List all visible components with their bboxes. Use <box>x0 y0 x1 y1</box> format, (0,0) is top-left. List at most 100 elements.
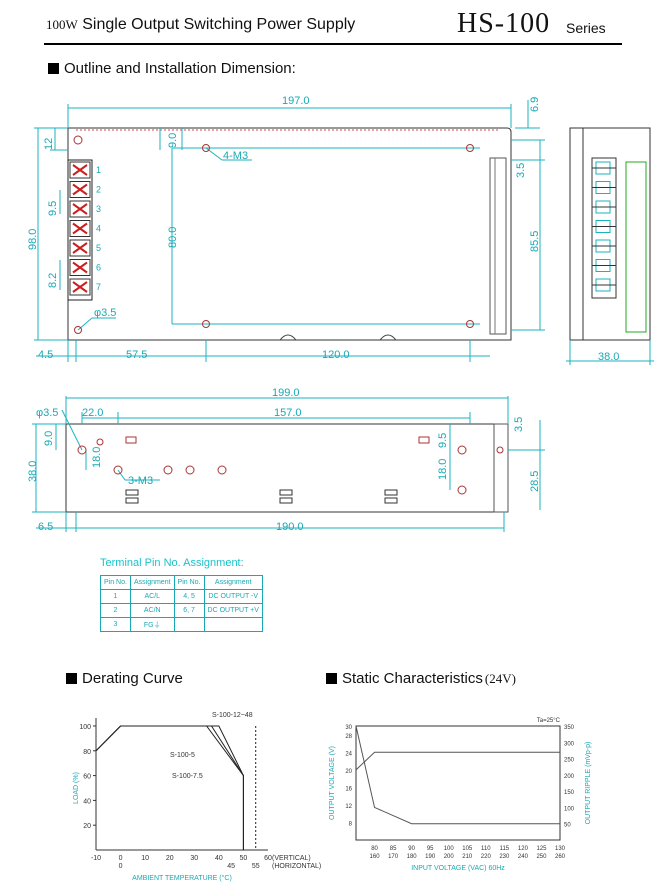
table-cell: AC/L <box>129 589 175 604</box>
vertical-label: (VERTICAL) <box>272 855 311 862</box>
terminal-screw <box>69 278 91 296</box>
x-tick-label: 90 <box>408 846 415 852</box>
terminal-number: 3 <box>96 204 101 214</box>
terminal-block <box>67 159 93 301</box>
wattage: 100W <box>46 17 78 32</box>
x-tick-label: -10 <box>91 855 101 862</box>
y-left-tick-label: 16 <box>345 786 352 792</box>
static-heading: Static Characteristics (24V) <box>326 670 516 687</box>
derating-series-line <box>95 725 244 850</box>
side-view <box>566 127 654 365</box>
dim-120: 120.0 <box>322 349 350 361</box>
header-cell: Pin No. <box>100 575 131 590</box>
x-tick-label-2: 240 <box>518 854 529 860</box>
top-view <box>34 100 545 362</box>
header-cell: Pin No. <box>173 575 205 590</box>
x-tick-label: 50 <box>240 855 248 862</box>
y-left-tick-label: 20 <box>345 769 352 775</box>
derating-series-line <box>95 725 244 850</box>
x-tick-label-2: 250 <box>536 854 547 860</box>
model-number: HS-100 <box>457 8 551 39</box>
x-tick-label-2: 220 <box>481 854 492 860</box>
y-left-tick-label: 30 <box>345 725 352 731</box>
dim-57-5: 57.5 <box>126 349 147 361</box>
table-cell: DC OUTPUT +V <box>203 603 263 618</box>
curve-label: S-100-12~48 <box>212 712 253 719</box>
x-tick-label-2: 230 <box>499 854 510 860</box>
y-tick-label: 100 <box>79 724 91 731</box>
plot-frame <box>355 725 561 841</box>
y-right-tick-label: 50 <box>564 823 571 829</box>
x-tick-label: 130 <box>555 846 566 852</box>
x-tick-label: 20 <box>166 855 174 862</box>
dim-197: 197.0 <box>282 95 310 107</box>
mounting-holes-top <box>73 135 474 334</box>
dim-85-5: 85.5 <box>529 231 541 252</box>
hole-label-4m3: 4-M3 <box>223 150 248 162</box>
static-chart: 3028242016128350300250200150100508016085… <box>329 718 592 872</box>
y-right-tick-label: 300 <box>564 741 575 747</box>
dim-98: 98.0 <box>27 229 39 250</box>
x-tick-label: 80 <box>371 846 378 852</box>
y-right-tick-label: 100 <box>564 806 575 812</box>
x-tick-label: 115 <box>500 846 510 852</box>
terminal-cross-icon <box>72 164 88 176</box>
dim-190: 190.0 <box>276 521 304 533</box>
terminal-screw <box>69 239 91 257</box>
table-cell: 2 <box>100 603 131 618</box>
pin-table-row: 1 AC/L 4, 5 DC OUTPUT -V <box>100 589 263 604</box>
dim-80: 80.0 <box>167 227 179 248</box>
curve-label: S-100-7.5 <box>172 773 203 780</box>
static-subheading: (24V) <box>484 670 516 686</box>
output-ripple-line <box>355 725 560 825</box>
terminal-cross-icon <box>72 183 88 196</box>
dim-28-5: 28.5 <box>529 471 541 492</box>
terminal-number: 1 <box>96 165 101 175</box>
dim-9-5-bottom: 9.5 <box>437 433 449 448</box>
terminal-number: 4 <box>96 224 101 234</box>
pin-table-header: Pin No. Assignment Pin No. Assignment <box>100 575 263 590</box>
y-left-tick-label: 28 <box>345 734 352 740</box>
pin-assignment-title: Terminal Pin No. Assignment: <box>100 557 244 569</box>
x-tick-label: 110 <box>481 846 491 852</box>
x-tick-label: 85 <box>390 846 397 852</box>
table-cell: DC OUTPUT -V <box>203 589 263 604</box>
x-tick-label-2: 45 <box>227 863 235 870</box>
table-cell: FG⏚ <box>129 617 175 632</box>
terminal-cross-icon <box>72 281 88 293</box>
square-bullet-icon <box>48 63 59 74</box>
dim-38-side: 38.0 <box>598 351 619 363</box>
bottom-view <box>32 396 545 532</box>
y-right-axis-label: OUTPUT RIPPLE (mVp-p) <box>585 742 592 825</box>
terminal-number: 2 <box>96 185 101 195</box>
x-tick-label-2: 210 <box>462 854 473 860</box>
x-tick-label-2: 170 <box>388 854 399 860</box>
product-title: Single Output Switching Power Supply <box>82 16 356 33</box>
series-label: Series <box>566 20 606 36</box>
mounting-holes-bottom <box>77 438 504 495</box>
x-tick-label-2: 0 <box>119 863 123 870</box>
outline-heading: Outline and Installation Dimension: <box>48 60 296 77</box>
terminal-number: 6 <box>96 263 101 273</box>
table-cell: 3 <box>100 617 131 632</box>
table-cell: 1 <box>100 589 131 604</box>
y-tick-label: 20 <box>83 823 91 830</box>
y-tick-label: 40 <box>83 798 91 805</box>
dim-18-right: 18.0 <box>437 459 449 480</box>
static-heading-text: Static Characteristics <box>342 670 483 687</box>
x-axis-label: INPUT VOLTAGE (VAC) 60Hz <box>411 865 505 872</box>
terminal-cross-icon <box>72 222 88 235</box>
header-title: 100W Single Output Switching Power Suppl… <box>46 16 355 34</box>
terminal-screw <box>69 200 91 218</box>
square-bullet-icon <box>66 673 77 684</box>
terminal-screw <box>69 259 91 276</box>
y-left-tick-label: 24 <box>345 751 352 757</box>
dim-12: 12 <box>43 138 55 150</box>
horizontal-label: (HORIZONTAL) <box>272 863 321 870</box>
derating-series-line <box>95 725 244 850</box>
terminal-cross-icon <box>72 261 88 274</box>
dim-3-5-bottom: 3.5 <box>513 417 525 432</box>
table-cell <box>173 617 205 632</box>
dim-22: 22.0 <box>82 407 103 419</box>
